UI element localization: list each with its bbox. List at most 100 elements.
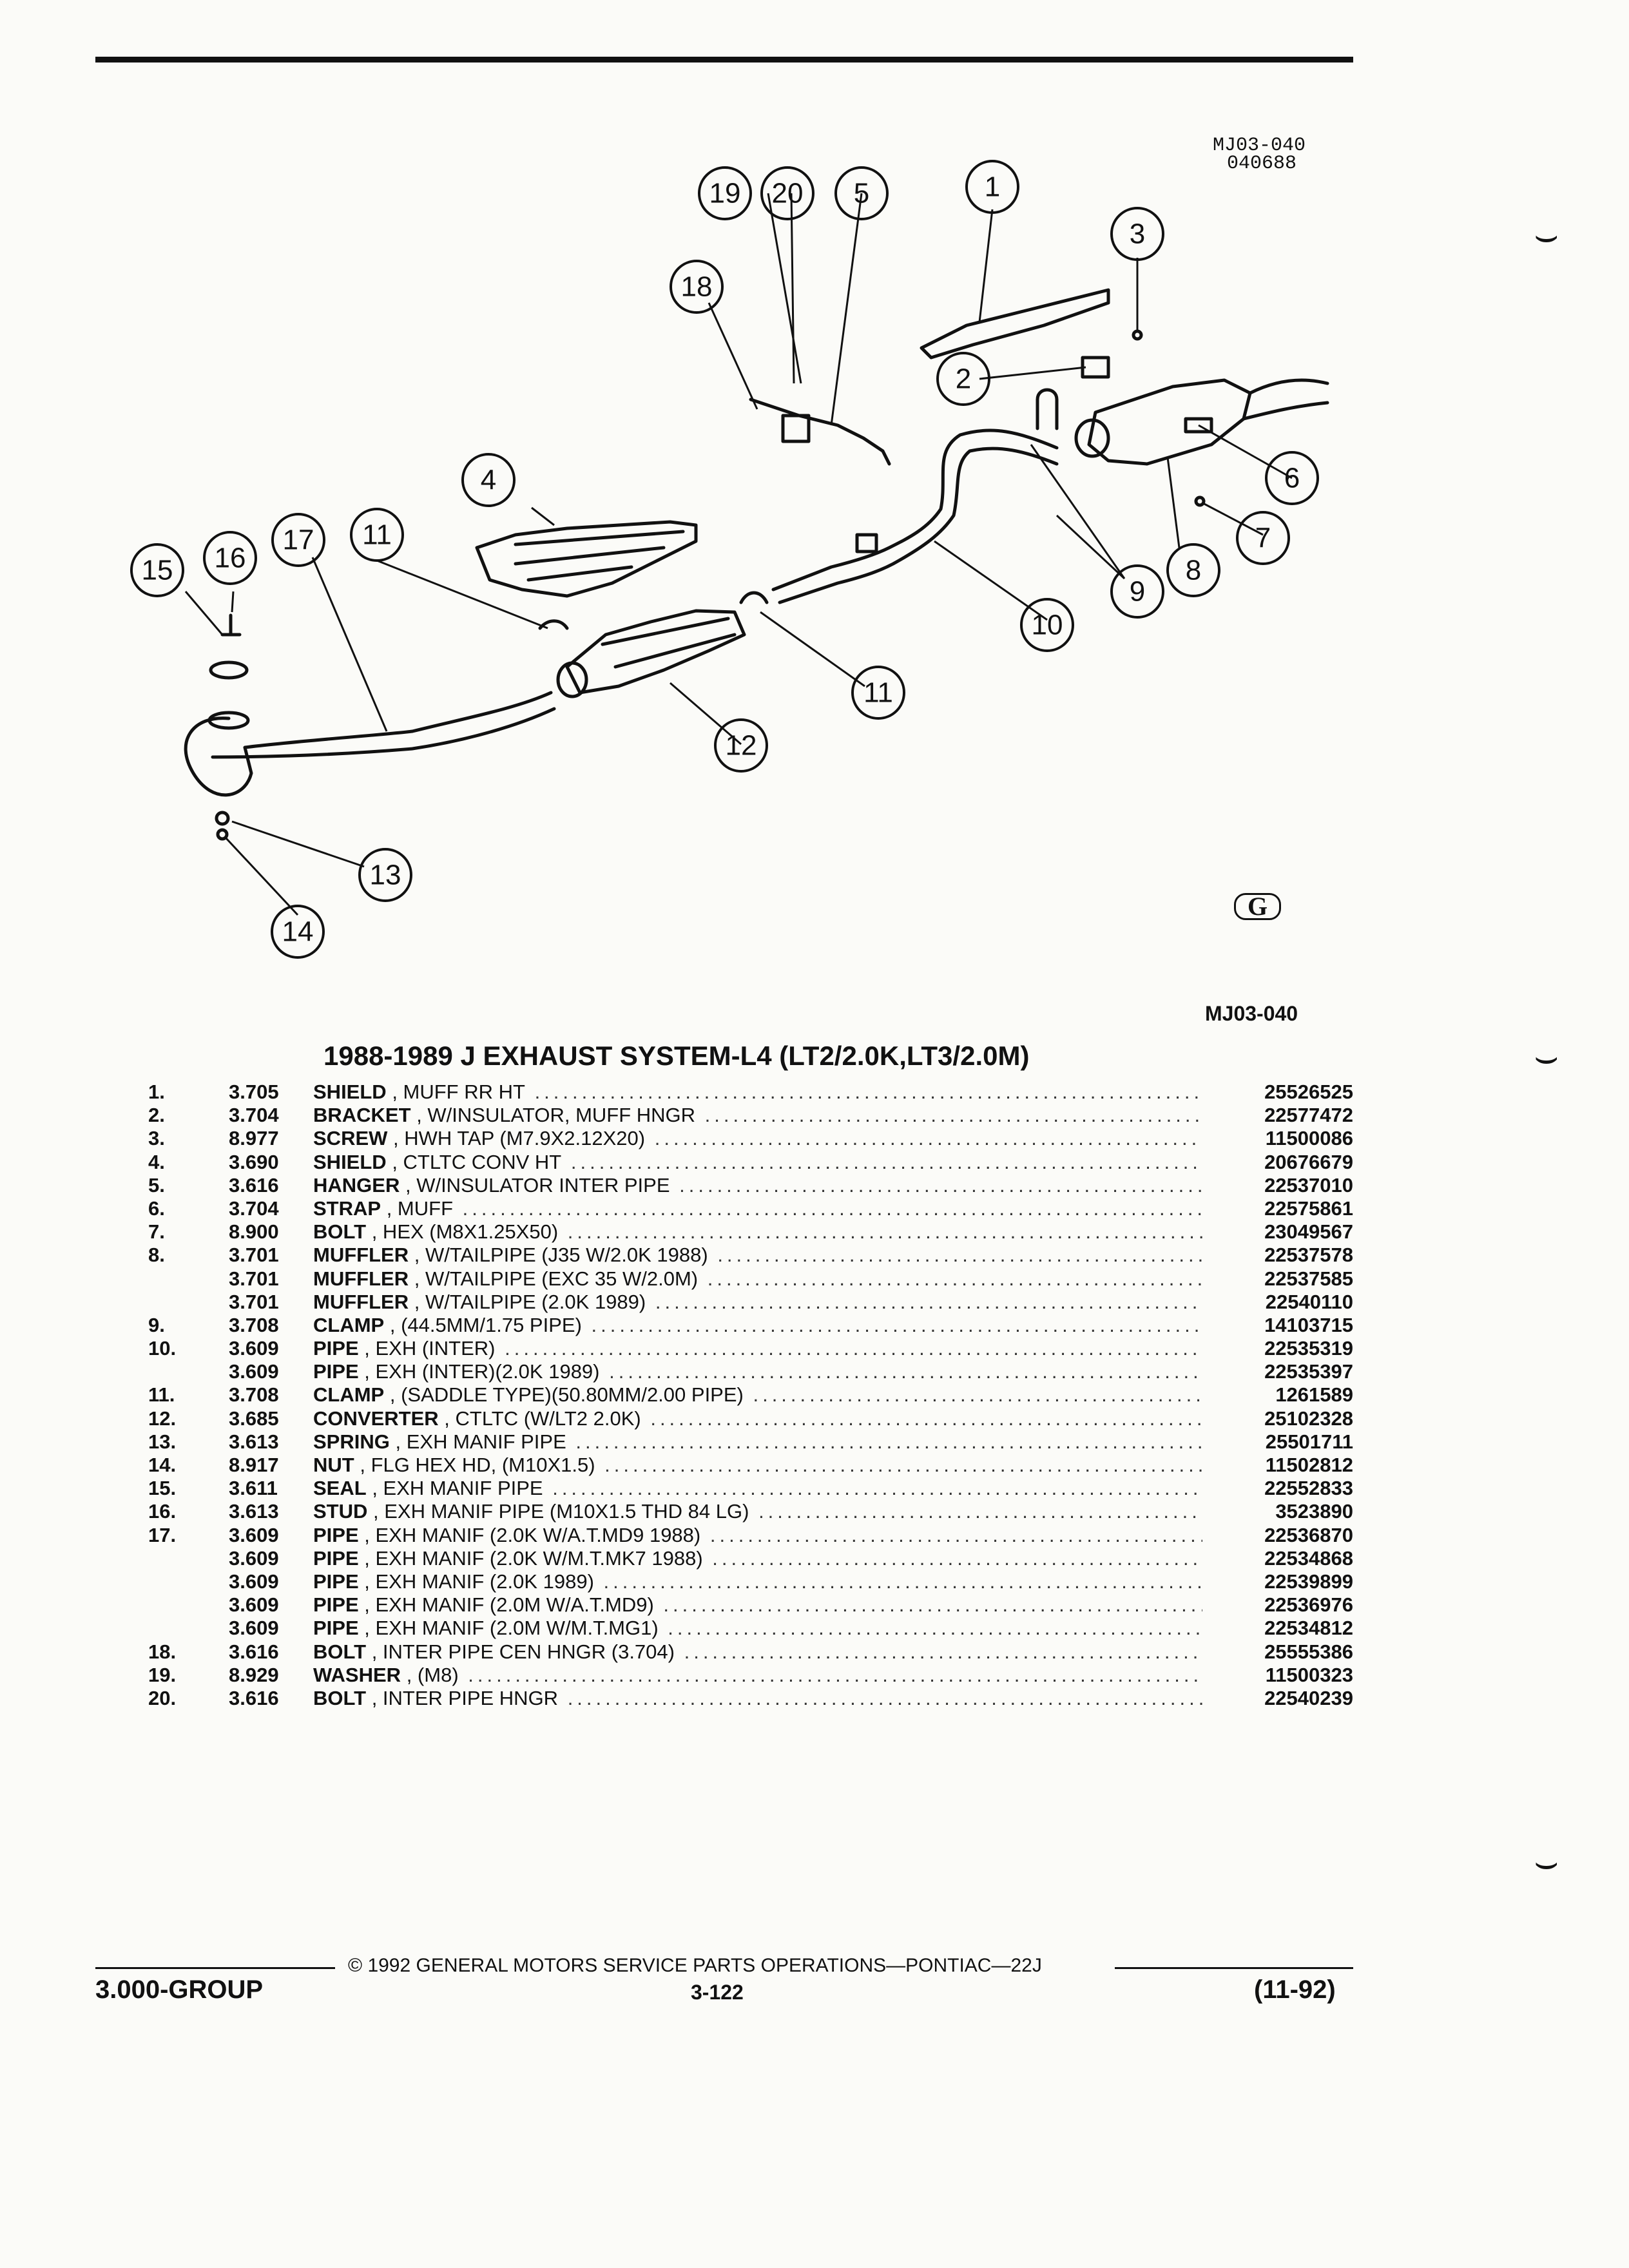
- part-number: 23049567: [1264, 1220, 1353, 1244]
- muffler-heat-shield: [920, 288, 1110, 360]
- part-name: SHIELD: [313, 1150, 387, 1173]
- item-number: 9.: [148, 1313, 165, 1336]
- callout-17: 17: [283, 524, 314, 556]
- part-description: SHIELD , MUFF RR HT ....................…: [313, 1081, 1202, 1104]
- item-number: 14.: [148, 1454, 177, 1476]
- group-number: 3.613: [229, 1500, 279, 1523]
- part-detail: , (SADDLE TYPE)(50.80MM/2.00 PIPE): [389, 1383, 744, 1407]
- callout-5: 5: [854, 178, 869, 209]
- item-number: 7.: [148, 1220, 165, 1244]
- part-detail: , W/INSULATOR, MUFF HNGR: [416, 1104, 696, 1127]
- saddle-clamp-rear: [739, 591, 769, 604]
- part-name: PIPE: [313, 1617, 359, 1640]
- part-number: 20676679: [1264, 1150, 1353, 1173]
- tailpipe: [1242, 378, 1329, 421]
- muffler-inlet: [1074, 418, 1110, 458]
- group-number: 3.609: [229, 1523, 279, 1546]
- footer-rule-left: [95, 1967, 335, 1969]
- item-number: 11.: [148, 1383, 175, 1407]
- item-number: 4.: [148, 1150, 165, 1173]
- leader-dots: ........................................…: [552, 1477, 1202, 1500]
- part-name: SPRING: [313, 1430, 390, 1453]
- intermediate-pipe: [771, 428, 1059, 591]
- leader-dots: ........................................…: [468, 1663, 1202, 1686]
- part-description: BOLT , INTER PIPE CEN HNGR (3.704) .....…: [313, 1640, 1202, 1664]
- part-detail: , EXH MANIF PIPE: [372, 1477, 543, 1500]
- leader-dots: ........................................…: [679, 1173, 1202, 1196]
- group-number: 3.609: [229, 1617, 279, 1640]
- group-number: 3.704: [229, 1196, 279, 1220]
- part-detail: , INTER PIPE HNGR: [371, 1686, 559, 1709]
- group-number: 3.609: [229, 1570, 279, 1593]
- part-detail: , EXH (INTER)(2.0K 1989): [364, 1360, 600, 1383]
- margin-mark: ⌣: [1534, 1840, 1559, 1883]
- part-detail: , EXH MANIF PIPE (M10X1.5 THD 84 LG): [373, 1500, 749, 1523]
- margin-mark: ⌣: [1534, 1035, 1559, 1078]
- part-detail: , FLG HEX HD, (M10X1.5): [360, 1454, 595, 1476]
- part-name: MUFFLER: [313, 1267, 409, 1290]
- item-number: 20.: [148, 1686, 177, 1709]
- part-name: BOLT: [313, 1686, 367, 1709]
- catalytic-converter: [565, 609, 746, 695]
- section-title: 1988-1989 J EXHAUST SYSTEM-L4 (LT2/2.0K,…: [323, 1041, 1030, 1071]
- manifold-seal: [209, 660, 249, 680]
- callout-14: 14: [282, 916, 314, 948]
- part-number: 11500323: [1265, 1663, 1353, 1686]
- part-detail: , EXH MANIF (2.0M W/M.T.MG1): [364, 1617, 659, 1640]
- part-description: SPRING , EXH MANIF PIPE ................…: [313, 1430, 1202, 1454]
- part-description: PIPE , EXH MANIF (2.0K W/A.T.MD9 1988) .…: [313, 1524, 1202, 1547]
- manifold-stud: [220, 613, 242, 637]
- part-description: STRAP , MUFF ...........................…: [313, 1197, 1202, 1220]
- part-name: PIPE: [313, 1546, 359, 1570]
- part-detail: , EXH MANIF (2.0M W/A.T.MD9): [364, 1593, 654, 1617]
- part-name: STRAP: [313, 1196, 381, 1220]
- leader-dots: ........................................…: [704, 1104, 1202, 1127]
- part-name: BOLT: [313, 1640, 367, 1663]
- leader-dots: ........................................…: [567, 1220, 1202, 1244]
- part-description: NUT , FLG HEX HD, (M10X1.5) ............…: [313, 1454, 1202, 1477]
- group-number: 3.701: [229, 1244, 279, 1267]
- part-number: 22534868: [1264, 1546, 1353, 1570]
- part-number: 22540239: [1264, 1686, 1353, 1709]
- part-name: CONVERTER: [313, 1407, 439, 1430]
- part-number: 22539899: [1264, 1570, 1353, 1593]
- part-description: MUFFLER , W/TAILPIPE (EXC 35 W/2.0M) ...…: [313, 1267, 1202, 1291]
- callout-18: 18: [681, 271, 713, 303]
- exhaust-system-diagram: 19 20 5 1 3 2 4 18 6 7 8 9 10 11 12 11 1…: [130, 160, 1329, 959]
- item-number: 17.: [148, 1523, 177, 1546]
- leader-dots: ........................................…: [462, 1196, 1202, 1220]
- callout-1: 1: [985, 171, 1000, 203]
- manifold-pipe-lower-edge: [211, 707, 556, 759]
- callout-3: 3: [1130, 218, 1145, 250]
- part-detail: , EXH MANIF (2.0K W/A.T.MD9 1988): [364, 1523, 701, 1546]
- group-number: 8.900: [229, 1220, 279, 1244]
- part-name: PIPE: [313, 1337, 359, 1360]
- part-detail: , INTER PIPE CEN HNGR (3.704): [371, 1640, 675, 1663]
- callout-8: 8: [1186, 555, 1201, 586]
- item-number: 13.: [148, 1430, 177, 1453]
- part-number: 22537010: [1264, 1173, 1353, 1196]
- group-number: 3.609: [229, 1593, 279, 1617]
- part-name: PIPE: [313, 1360, 359, 1383]
- part-name: NUT: [313, 1454, 354, 1476]
- group-number: 3.616: [229, 1173, 279, 1196]
- leader-dots: ........................................…: [604, 1454, 1202, 1476]
- leader-dots: ........................................…: [717, 1244, 1202, 1267]
- part-number: 22575861: [1264, 1196, 1353, 1220]
- leader-dots: ........................................…: [753, 1383, 1202, 1407]
- part-detail: , EXH MANIF PIPE: [395, 1430, 566, 1453]
- part-description: STUD , EXH MANIF PIPE (M10X1.5 THD 84 LG…: [313, 1500, 1202, 1523]
- group-number: 3.609: [229, 1337, 279, 1360]
- part-description: SCREW , HWH TAP (M7.9X2.12X20) .........…: [313, 1127, 1202, 1150]
